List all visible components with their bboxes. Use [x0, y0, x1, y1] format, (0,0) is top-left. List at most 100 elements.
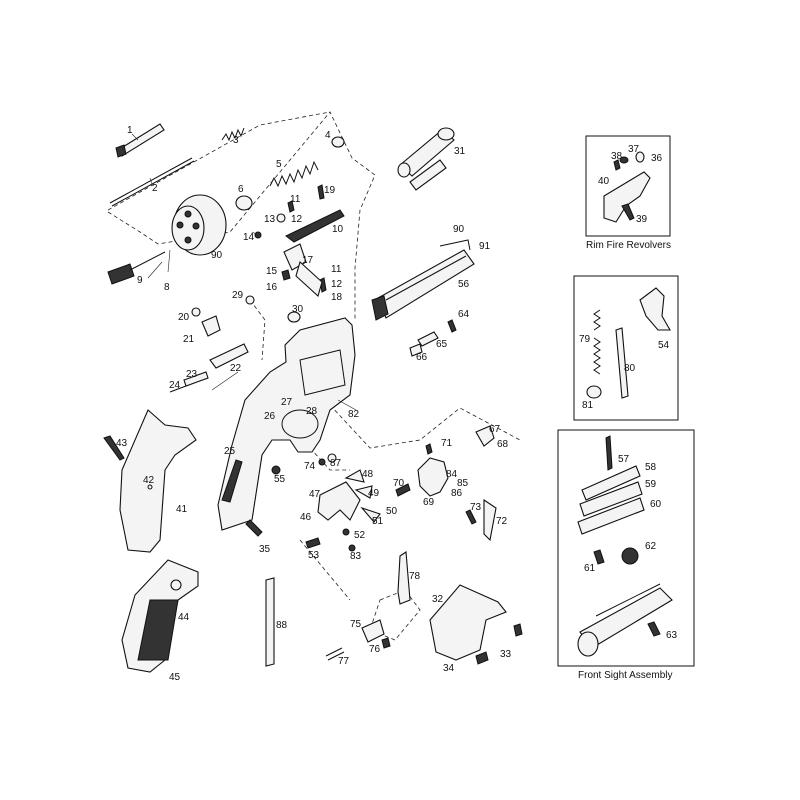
label-64: 64 [458, 309, 470, 320]
label-69: 69 [423, 497, 435, 508]
label-22: 22 [230, 363, 242, 374]
part-center-pin [109, 157, 195, 207]
label-43: 43 [116, 438, 128, 449]
part-77 [325, 647, 345, 661]
part-22 [209, 343, 249, 369]
label-71: 71 [441, 438, 453, 449]
label-9: 9 [137, 275, 143, 286]
label-38: 38 [611, 151, 623, 162]
label-82: 82 [348, 409, 360, 420]
part-58 [581, 465, 641, 501]
label-28: 28 [306, 406, 318, 417]
label-32: 32 [432, 594, 444, 605]
label-50: 50 [386, 506, 398, 517]
label-37: 37 [628, 144, 640, 155]
part-barrel [371, 239, 475, 321]
part-30 [287, 311, 301, 323]
label-46: 46 [300, 512, 312, 523]
part-38 [613, 159, 621, 171]
label-83: 83 [350, 551, 362, 562]
label-10: 10 [332, 224, 344, 235]
part-35 [245, 519, 263, 537]
assembly-dashed-outline [249, 299, 266, 361]
part-75 [361, 619, 385, 643]
label-16: 16 [266, 282, 278, 293]
label-44: 44 [178, 612, 190, 623]
part-62 [621, 547, 639, 565]
label-75: 75 [350, 619, 362, 630]
part-67 [475, 425, 495, 447]
label-18: 18 [331, 292, 343, 303]
part-checkered-grip [121, 559, 199, 673]
label-8: 8 [164, 282, 170, 293]
part-83 [348, 544, 356, 552]
part-labels: 1 2 3 4 5 6 8 9 10 11 11 12 12 13 14 15 … [116, 125, 512, 683]
label-77: 77 [338, 656, 350, 667]
label-14: 14 [243, 232, 255, 243]
assembly-dashed-outline [107, 111, 331, 211]
part-80 [615, 327, 629, 399]
label-52: 52 [354, 530, 366, 541]
part-hammer [417, 457, 449, 497]
front-sight-caption: Front Sight Assembly [578, 670, 672, 681]
part-bushing [331, 136, 345, 148]
part-frame [217, 317, 356, 531]
rimfire-caption: Rim Fire Revolvers [586, 240, 671, 251]
label-85: 85 [457, 478, 469, 489]
part-79-spring [593, 309, 601, 375]
label-21: 21 [183, 334, 195, 345]
part-ejector-rod [115, 123, 165, 158]
label-26: 26 [264, 411, 276, 422]
part-24 [169, 385, 187, 393]
part-front-barrel [577, 583, 673, 657]
part-52 [342, 528, 350, 536]
label-47: 47 [309, 489, 321, 500]
label-60: 60 [650, 499, 662, 510]
label-65: 65 [436, 339, 448, 350]
part-collar [235, 195, 253, 211]
label-2: 2 [152, 183, 158, 194]
part-21 [201, 315, 221, 337]
label-29: 29 [232, 290, 244, 301]
inset-hammer-parts: 79 80 81 54 [573, 275, 679, 421]
part-grip-screw [103, 435, 125, 461]
label-70: 70 [393, 478, 405, 489]
label-49: 49 [368, 488, 380, 499]
inset-rim-fire: 36 37 38 39 40 Rim Fire Revolvers [585, 135, 671, 251]
label-63: 63 [666, 630, 678, 641]
part-thumbpiece-bolt [285, 209, 345, 243]
label-59: 59 [645, 479, 657, 490]
part-87 [327, 453, 337, 463]
label-34: 34 [443, 663, 455, 674]
part-sideplate [429, 584, 507, 661]
part-63 [647, 621, 661, 637]
label-20: 20 [178, 312, 190, 323]
label-1: 1 [127, 125, 133, 136]
part-grip-panel [119, 409, 197, 553]
label-6: 6 [238, 184, 244, 195]
part-49 [354, 485, 373, 499]
label-67: 67 [489, 424, 501, 435]
label-53: 53 [308, 550, 320, 561]
assembly-dashed-outline [309, 447, 350, 471]
part-23 [183, 371, 209, 387]
label-61: 61 [584, 563, 596, 574]
part-70 [395, 483, 411, 497]
inset-front-sight: 57 58 59 60 61 62 63 Front Sight Assembl… [557, 429, 695, 681]
label-90a: 90 [211, 250, 223, 261]
label-23: 23 [186, 369, 198, 380]
label-42: 42 [143, 475, 155, 486]
part-76 [381, 637, 391, 649]
part-trigger [317, 481, 361, 521]
part-55 [271, 465, 281, 475]
label-45: 45 [169, 672, 181, 683]
label-11a: 11 [290, 194, 301, 205]
part-66 [409, 343, 423, 357]
label-55: 55 [274, 474, 286, 485]
part-20 [191, 307, 201, 317]
label-30: 30 [292, 304, 304, 315]
part-stud [276, 213, 286, 223]
label-33: 33 [500, 649, 512, 660]
label-4: 4 [325, 130, 331, 141]
